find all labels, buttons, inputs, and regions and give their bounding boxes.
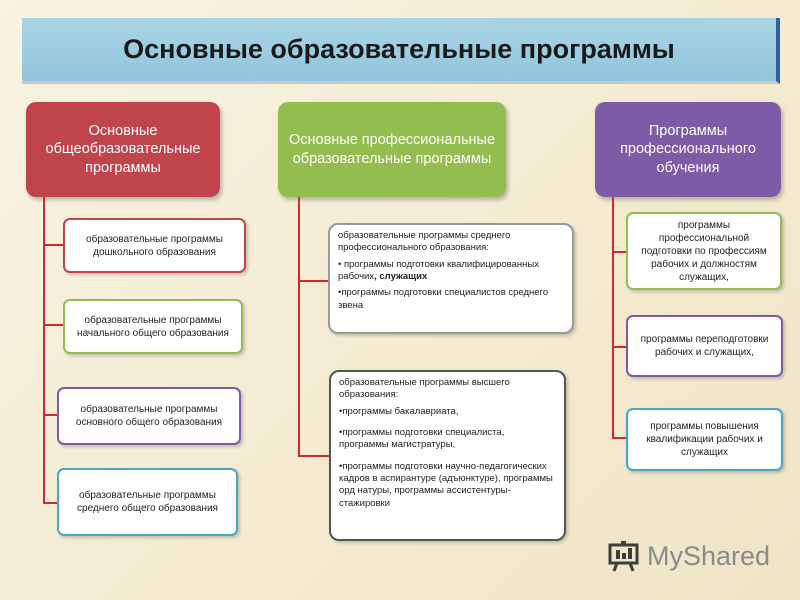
spo-programs-box: образовательные программы среднего профе… — [328, 223, 574, 334]
header-professional-education: Основные профессиональные образовательны… — [278, 102, 506, 197]
connector-col3-h3 — [612, 437, 626, 439]
spo-intro: образовательные программы среднего профе… — [338, 230, 511, 254]
connector-col1-h1 — [43, 244, 63, 246]
header-vocational-training-label: Программы профессионального обучения — [620, 123, 756, 176]
training-box-vocational-label: программы профессиональной подготовки по… — [641, 219, 767, 283]
training-box-retraining-label: программы переподготовки рабочих и служа… — [640, 334, 769, 358]
training-box-vocational: программы профессиональной подготовки по… — [626, 212, 782, 290]
spo-bullet-2: •программы подготовки специалистов средн… — [338, 287, 549, 311]
spo-bullet-1: • программы подготовки квалифицированных… — [338, 259, 564, 284]
spo-bullet-1-extra: , служащих — [374, 271, 428, 283]
connector-col2-vertical — [298, 197, 300, 457]
connector-col1-h3 — [43, 414, 57, 416]
program-box-basic: образовательные программы основного обще… — [57, 387, 241, 445]
training-box-advanced-label: программы повышения квалификации рабочих… — [646, 421, 763, 458]
program-box-primary: образовательные программы начального общ… — [63, 299, 243, 354]
program-box-secondary-label: образовательные программы среднего общег… — [77, 490, 218, 514]
program-box-preschool: образовательные программы дошкольного об… — [63, 218, 246, 273]
connector-col2-h2 — [298, 455, 329, 457]
watermark-logo: MyShared — [607, 536, 777, 576]
header-general-education: Основные общеобразовательные программы — [26, 102, 220, 197]
page-title: Основные образовательные программы — [123, 34, 675, 64]
connector-col2-h1 — [298, 280, 328, 282]
header-vocational-training: Программы профессионального обучения — [595, 102, 781, 197]
program-box-secondary: образовательные программы среднего общег… — [57, 468, 238, 536]
training-box-retraining: программы переподготовки рабочих и служа… — [626, 315, 783, 377]
spo-bullet-1-text: • программы подготовки квалифицированных… — [338, 258, 539, 283]
higher-bullet-3: •программы подготовки научно-педагогичес… — [339, 460, 553, 509]
higher-bullet-2: •программы подготовки специалиста, прогр… — [339, 427, 505, 451]
connector-col1-h2 — [43, 324, 63, 326]
higher-bullet-1: •программы бакалавриата, — [339, 405, 459, 417]
connector-col1-h4 — [43, 502, 57, 504]
presentation-board-icon — [608, 541, 639, 572]
header-professional-education-label: Основные профессиональные образовательны… — [288, 132, 496, 167]
watermark-text: MyShared — [647, 540, 771, 571]
header-general-education-label: Основные общеобразовательные программы — [45, 123, 201, 176]
higher-intro: образовательные программы высшего образо… — [339, 377, 510, 401]
training-box-advanced: программы повышения квалификации рабочих… — [626, 408, 783, 471]
title-bar: Основные образовательные программы — [22, 18, 780, 84]
connector-col1-vertical — [43, 197, 45, 503]
connector-col3-h1 — [612, 251, 626, 253]
higher-education-box: образовательные программы высшего образо… — [329, 370, 566, 541]
connector-col3-h2 — [612, 346, 626, 348]
program-box-primary-label: образовательные программы начального общ… — [77, 314, 229, 339]
connector-col3-vertical — [612, 197, 614, 439]
program-box-basic-label: образовательные программы основного обще… — [75, 404, 223, 428]
program-box-preschool-label: образовательные программы дошкольного об… — [86, 233, 223, 258]
